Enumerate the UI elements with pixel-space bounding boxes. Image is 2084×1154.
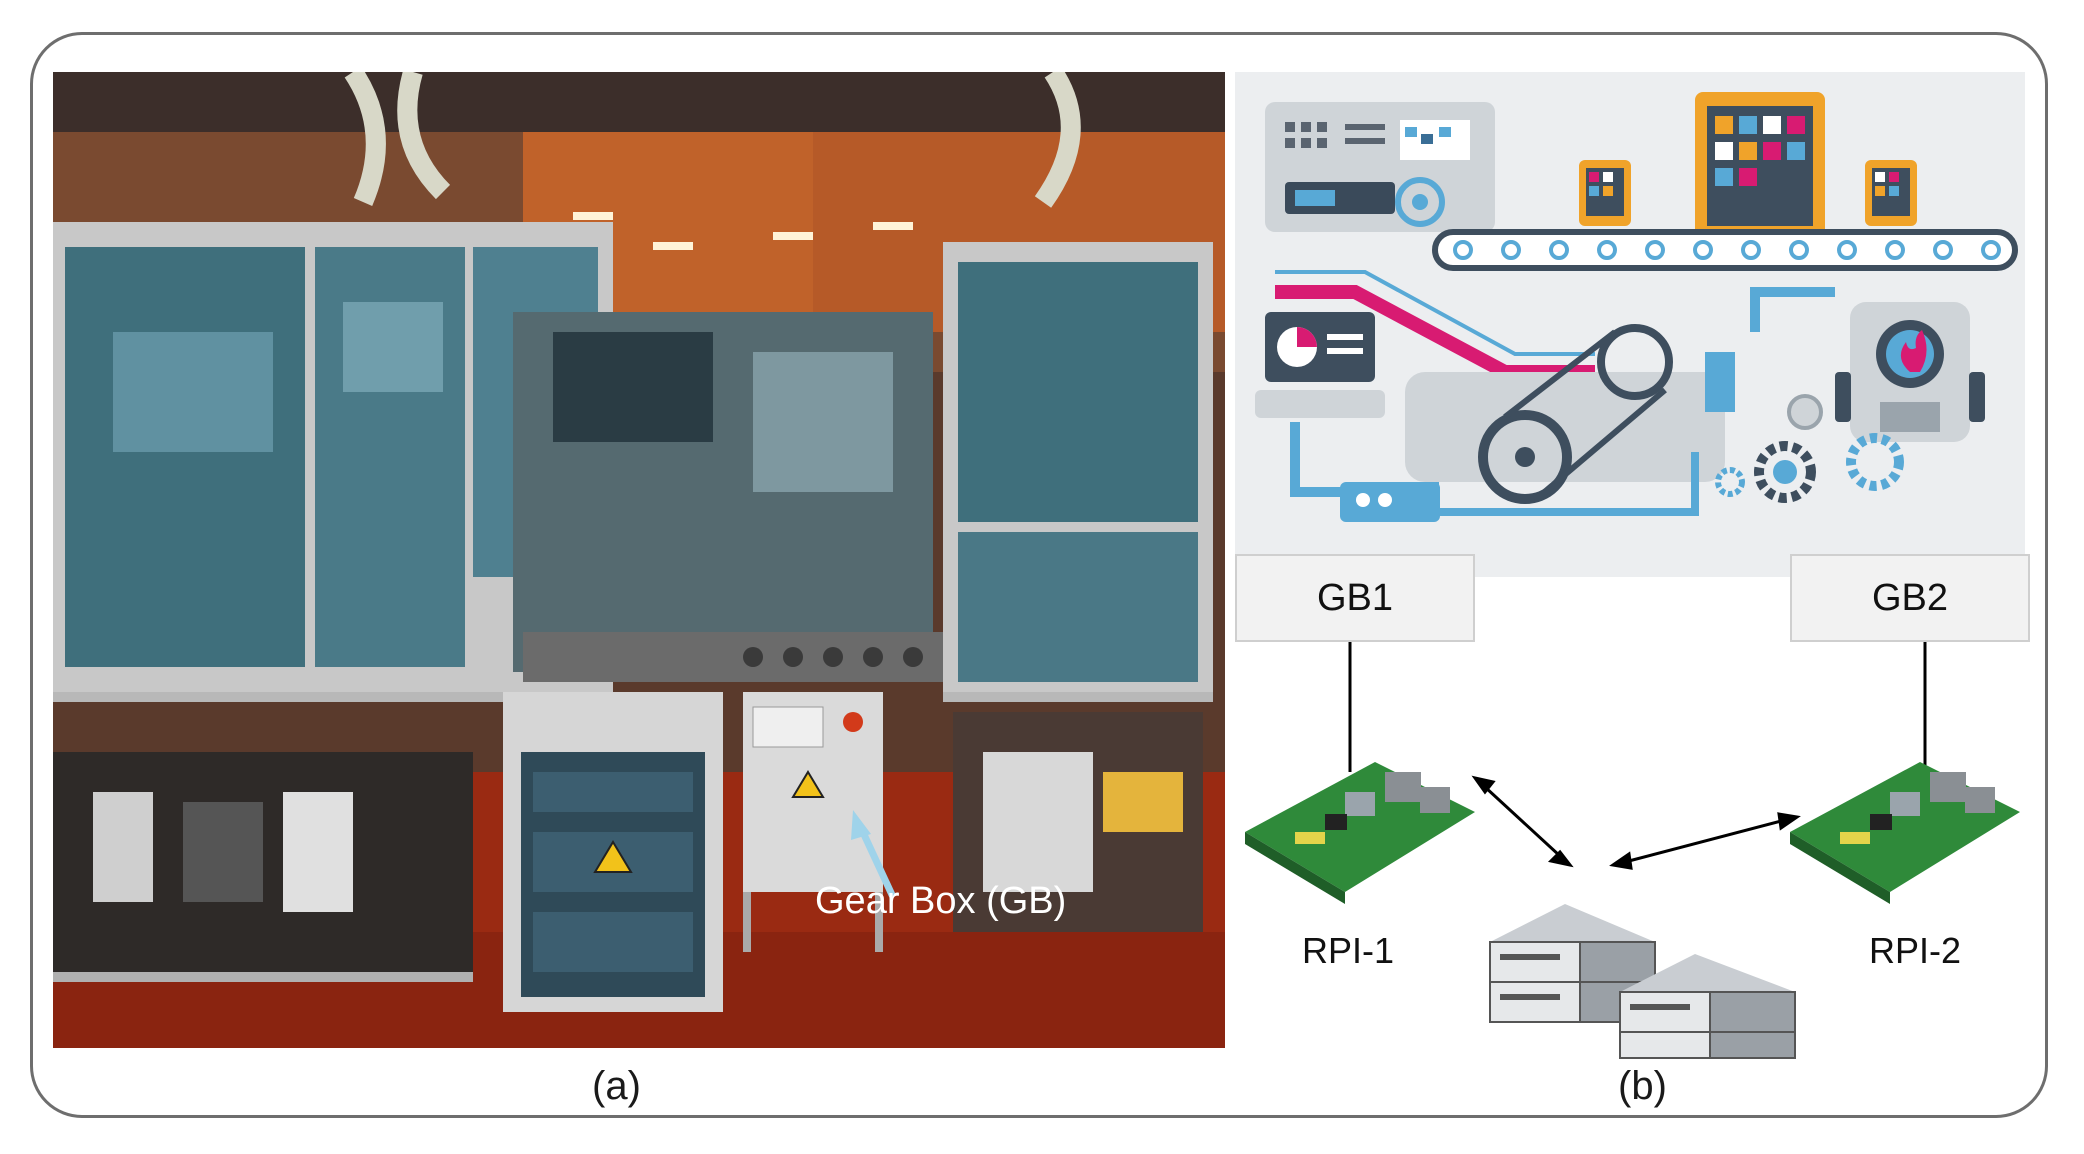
monitor-icon (1255, 312, 1385, 418)
production-line-photo (53, 66, 1225, 1048)
tablet-icon (1579, 160, 1631, 226)
factory-illustration (1235, 72, 2025, 1059)
gauge-icon (1787, 394, 1823, 430)
server-stack-icon (1619, 954, 1796, 1059)
gear-icon (1754, 441, 1816, 503)
pipe (1290, 422, 1355, 497)
raspberry-pi-board (1245, 762, 1475, 904)
console-icon (1340, 482, 1440, 522)
tablet-icon (1865, 160, 1917, 226)
large-tablet-icon (1695, 92, 1825, 242)
gearbox-arrow (857, 826, 897, 899)
conveyor-belt (1432, 229, 2018, 271)
rpi-2-label: RPI-2 (1869, 930, 1962, 971)
photo-panel: Gear Box (GB) (53, 66, 1225, 1048)
gear-icon (1715, 467, 1745, 497)
raspberry-pi-board (1790, 762, 2020, 904)
link-rpi2-server (1609, 812, 1801, 870)
gear-icon (1846, 433, 1904, 491)
caption-b: (b) (1618, 1064, 1667, 1108)
control-panel-icon (1265, 102, 1495, 232)
machine-body (1405, 324, 1735, 504)
server-stack-icon (1489, 904, 1656, 1023)
rpi-1-label: RPI-1 (1302, 930, 1395, 971)
gearbox-annotation: Gear Box (GB) (815, 880, 1067, 922)
gearbox-2-box: GB2 (1790, 554, 2030, 642)
caption-a: (a) (592, 1064, 641, 1108)
link-rpi1-server (1471, 775, 1574, 868)
furnace-robot-icon (1835, 302, 1985, 442)
gearbox-1-box: GB1 (1235, 554, 1475, 642)
diagram-panel: GB1 GB2 RPI-1 RPI-2 (1235, 72, 2035, 1062)
